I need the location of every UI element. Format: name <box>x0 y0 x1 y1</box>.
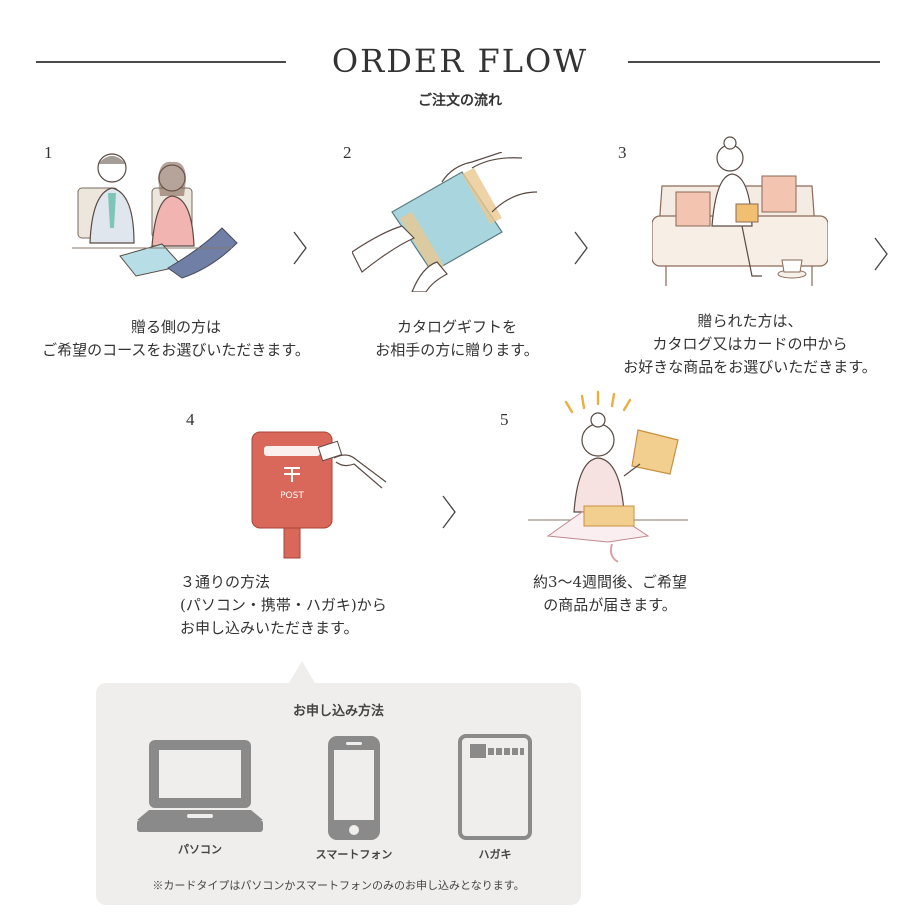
step-5-line-2: の商品が届きます。 <box>543 596 677 614</box>
header-right-rule <box>628 61 880 63</box>
page-subtitle: ご注文の流れ <box>418 93 502 109</box>
couple-choosing-illustration <box>72 153 238 279</box>
step-3-number: 3 <box>618 143 627 162</box>
step-4-description: ３通りの方法 (パソコン・携帯・ハガキ)から お申し込みいただきます。 <box>180 571 410 640</box>
method-label-smartphone: スマートフォン <box>315 848 393 861</box>
catalog-handover-illustration <box>352 152 538 292</box>
postcard-icon <box>458 734 532 840</box>
chevron-right-icon <box>293 231 307 265</box>
step-5-line-1: 約3～4週間後、ご希望 <box>532 573 688 591</box>
step-4-number: 4 <box>186 410 195 429</box>
svg-text:POST: POST <box>280 491 304 501</box>
postbox-illustration: POST <box>251 431 387 559</box>
step-3-description: 贈られた方は、 カタログ又はカードの中から お好きな商品をお選びいただきます。 <box>600 310 900 379</box>
chevron-right-icon <box>442 495 456 529</box>
chevron-right-icon <box>574 231 588 265</box>
step-2-description: カタログギフトを お相手の方に贈ります。 <box>353 316 561 362</box>
panel-pointer <box>289 661 315 683</box>
step-3-line-3: お好きな商品をお選びいただきます。 <box>623 358 877 376</box>
step-2-line-1: カタログギフトを <box>396 318 517 336</box>
laptop-icon <box>137 740 263 832</box>
method-label-pc: パソコン <box>178 843 222 856</box>
smartphone-icon <box>328 736 380 840</box>
step-5-description: 約3～4週間後、ご希望 の商品が届きます。 <box>505 571 715 617</box>
apply-method-title: お申し込み方法 <box>292 704 384 719</box>
step-4-line-2: (パソコン・携帯・ハガキ)から <box>180 596 387 614</box>
step-1-number: 1 <box>44 143 53 162</box>
chevron-right-icon <box>874 237 888 271</box>
step-5-number: 5 <box>500 410 509 429</box>
step-4-line-1: ３通りの方法 <box>180 573 271 591</box>
page-title: ORDER FLOW <box>331 42 589 80</box>
header-left-rule <box>36 61 286 63</box>
apply-method-note: ※カードタイプはパソコンかスマートフォンのみのお申し込みとなります。 <box>152 879 525 892</box>
step-3-line-1: 贈られた方は、 <box>697 312 803 330</box>
step-2-number: 2 <box>343 143 352 162</box>
method-label-postcard: ハガキ <box>478 848 512 861</box>
step-3-line-2: カタログ又はカードの中から <box>652 335 848 353</box>
sofa-reading-illustration <box>652 136 828 286</box>
step-1-line-1: 贈る側の方は <box>130 318 221 336</box>
gift-received-illustration <box>528 390 688 563</box>
step-4-line-3: お申し込みいただきます。 <box>180 619 359 637</box>
step-1-line-2: ご希望のコースをお選びいただきます。 <box>42 341 310 359</box>
step-2-line-2: お相手の方に贈ります。 <box>375 341 539 359</box>
step-1-description: 贈る側の方は ご希望のコースをお選びいただきます。 <box>18 316 334 362</box>
